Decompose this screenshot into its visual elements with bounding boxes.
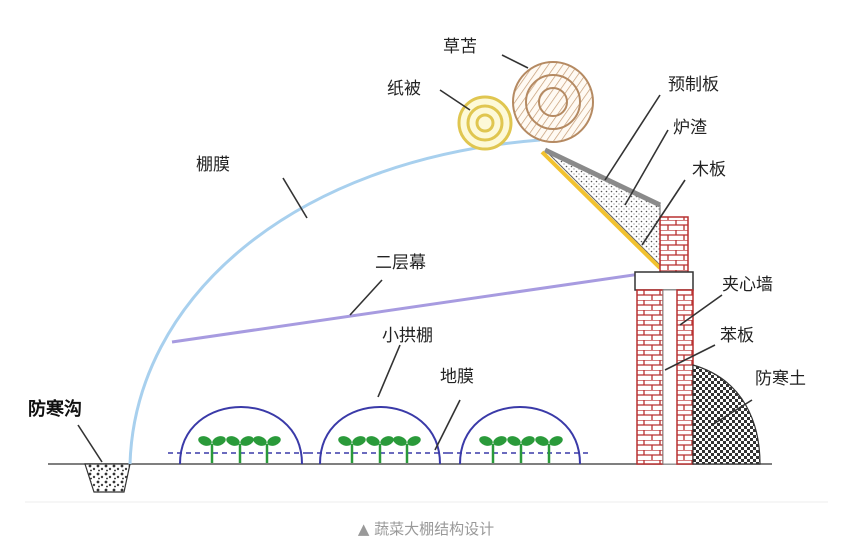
leader-lines xyxy=(77,54,753,463)
second-layer-curtain xyxy=(171,272,641,344)
greenhouse-film xyxy=(128,138,541,465)
frost-trench xyxy=(84,463,131,493)
frost-soil xyxy=(692,364,761,465)
sandwich-wall-right xyxy=(676,289,694,465)
seedling xyxy=(226,436,254,463)
seedling xyxy=(393,436,421,463)
straw-mat-roll xyxy=(512,61,594,143)
seedling xyxy=(479,436,507,463)
small-arch-tunnels xyxy=(179,406,581,465)
wall-cap xyxy=(634,271,694,291)
seedlings xyxy=(198,436,563,463)
label-second-curtain: 二层幕 xyxy=(375,253,426,273)
label-slag: 炉渣 xyxy=(673,118,707,138)
seedling xyxy=(253,436,281,463)
foam-board xyxy=(662,289,678,465)
small-arch-3 xyxy=(459,406,581,465)
label-frost-trench: 防寒沟 xyxy=(28,398,82,420)
precast-slab xyxy=(543,147,662,208)
seedling xyxy=(198,436,226,463)
seedling xyxy=(535,436,563,463)
small-arch-2 xyxy=(319,406,441,465)
figure-caption: ▲ 蔬菜大棚结构设计 xyxy=(358,520,494,538)
seedling xyxy=(366,436,394,463)
label-frost-soil: 防寒土 xyxy=(755,369,806,389)
small-arch-1 xyxy=(179,406,303,465)
label-foam-board: 苯板 xyxy=(720,326,754,346)
label-sandwich-wall: 夹心墙 xyxy=(722,275,773,295)
label-greenhouse-film: 棚膜 xyxy=(196,155,230,175)
sandwich-wall-left xyxy=(636,289,664,465)
paper-quilt-roll xyxy=(457,95,513,151)
seedling xyxy=(507,436,535,463)
label-precast-slab: 预制板 xyxy=(668,75,719,95)
label-mulch-film: 地膜 xyxy=(440,367,474,387)
upper-brick-wall xyxy=(659,216,689,273)
label-small-arch: 小拱棚 xyxy=(382,326,433,346)
label-paper-quilt: 纸被 xyxy=(387,79,421,99)
seedling xyxy=(338,436,366,463)
wood-plank xyxy=(540,150,662,270)
label-straw-mat: 草苫 xyxy=(443,37,477,57)
slag-fill xyxy=(544,149,661,267)
label-wood-plank: 木板 xyxy=(692,160,726,180)
